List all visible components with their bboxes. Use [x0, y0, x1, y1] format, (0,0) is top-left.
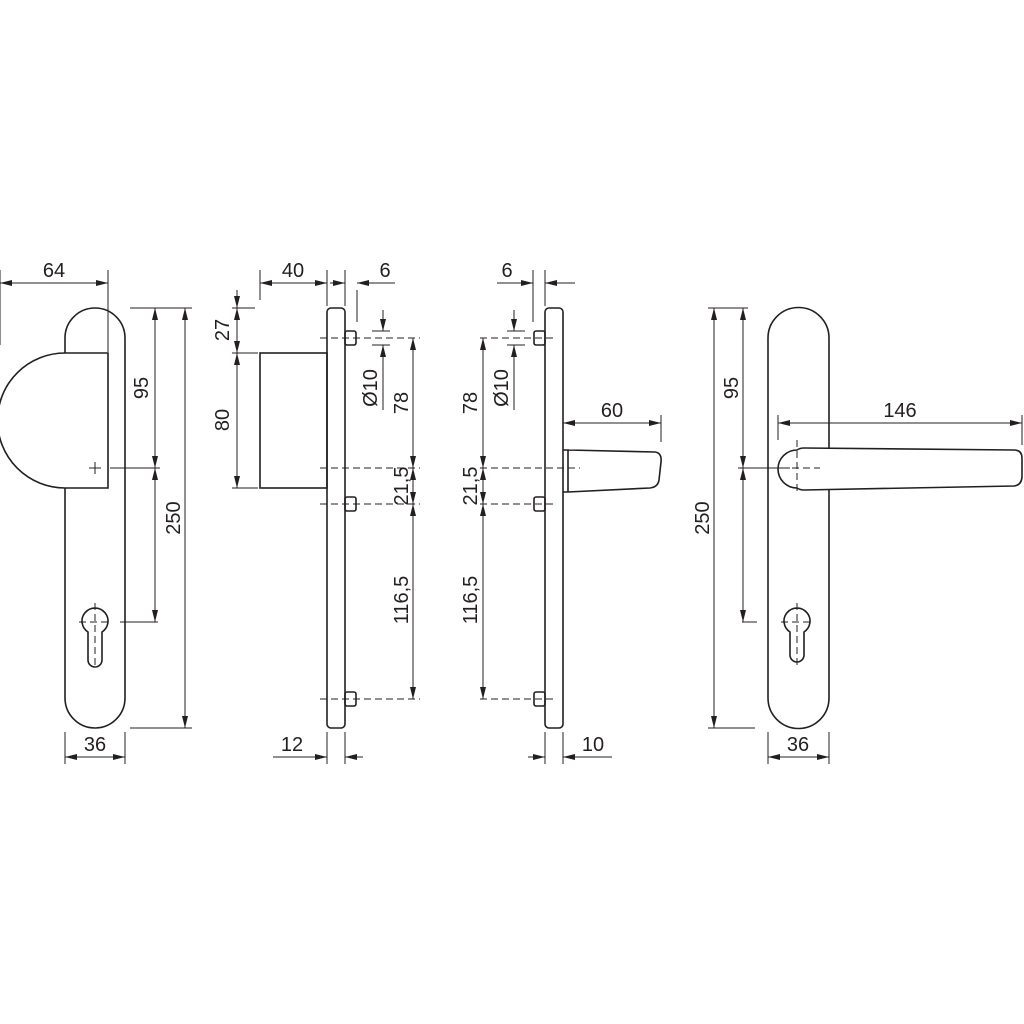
dim-axis-to-screw: 21,5: [460, 467, 482, 506]
backplate-side: [544, 307, 564, 729]
lever-stub: [563, 449, 662, 493]
dim-screw-diameter: Ø10: [360, 369, 382, 407]
lever: [777, 447, 1023, 491]
cylinder-hole: [79, 603, 112, 668]
backplate: [64, 307, 126, 729]
dim-axis-to-top: 95: [131, 377, 153, 399]
dim-screw-to-axis: 78: [391, 392, 413, 414]
dim-screw-spacing: 116,5: [391, 576, 413, 625]
dim-screw-offset: 6: [501, 260, 512, 282]
rose: [259, 352, 328, 489]
cylinder-hole: [781, 603, 814, 665]
dim-screw-diameter: Ø10: [491, 369, 513, 407]
dim-axis-to-screw: 21,5: [391, 467, 413, 506]
dim-plate-width: 36: [84, 734, 106, 756]
dim-rose-depth: 40: [282, 260, 304, 282]
knob: [0, 352, 109, 489]
backplate-side: [326, 307, 346, 729]
view-lever-side: 6 Ø10 78 21,5 116,5 60 10: [460, 260, 662, 764]
dim-axis-to-top: 95: [721, 377, 743, 399]
dim-lever-projection: 60: [601, 400, 623, 422]
dim-lever-length: 146: [883, 400, 916, 422]
dim-knob-width: 64: [43, 260, 65, 282]
dim-plate-width: 36: [787, 734, 809, 756]
dim-screw-spacing: 116,5: [460, 576, 482, 625]
dim-rose-height: 80: [212, 409, 234, 431]
dim-plate-length: 250: [692, 501, 714, 534]
view-knob-side: 40 6 27 80 Ø10 78 21,5 116,5 12: [212, 260, 420, 764]
dim-plate-thickness: 10: [582, 734, 604, 756]
backplate: [767, 306, 830, 730]
dim-plate-length: 250: [163, 501, 185, 534]
dim-rose-offset-top: 27: [212, 319, 234, 341]
screws: [320, 330, 420, 707]
dim-screw-to-axis: 78: [460, 392, 482, 414]
dim-plate-thickness: 12: [281, 734, 303, 756]
screws: [480, 330, 580, 707]
axis-cross: [89, 462, 101, 474]
view-lever-front: 250 95 146 36: [692, 306, 1023, 764]
view-knob-front: 64 95 250 36: [0, 260, 192, 764]
dim-screw-offset: 6: [379, 260, 390, 282]
